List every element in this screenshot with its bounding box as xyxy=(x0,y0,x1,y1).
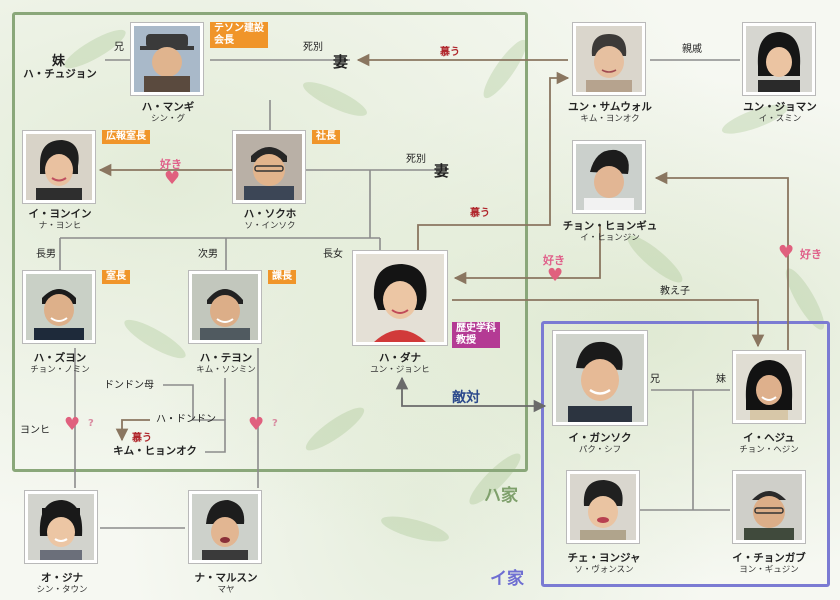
label-like-2: 好き xyxy=(543,254,565,267)
ha-family-box xyxy=(12,12,528,472)
photo-ha-sokho xyxy=(232,130,306,204)
label-ha-dondon: ハ・ドンドン xyxy=(156,414,216,425)
i-family-box xyxy=(541,321,830,587)
role-tag-ha-dana: 歴史学科 教授 xyxy=(452,322,500,348)
actor-i-heju: チョン・ヘジン xyxy=(739,445,799,455)
line-dondon xyxy=(163,384,226,453)
arrow-admire-3 xyxy=(115,419,150,442)
photo-ha-teyon xyxy=(188,270,262,344)
line-i-parents xyxy=(640,390,730,511)
photo-i-yonin xyxy=(22,130,96,204)
actor-ha-sokho: ソ・インソク xyxy=(244,221,296,231)
arrow-like-3 xyxy=(654,171,789,350)
label-kim-hyonok: キム・ヒョンオク xyxy=(113,445,197,457)
label-relative: 親戚 xyxy=(682,44,702,55)
photo-i-gansoku xyxy=(552,330,648,426)
actor-chon-hyongyu: イ・ヒョンジン xyxy=(580,233,640,243)
photo-na-marusun xyxy=(188,490,262,564)
photo-ha-zuyon xyxy=(22,270,96,344)
name-ha-sokho: ハ・ソクホ xyxy=(243,208,297,220)
role-tag-i-yonin: 広報室長 xyxy=(102,130,150,144)
photo-chon-hyongyu xyxy=(572,140,646,214)
actor-i-chongabu: ヨン・ギュジン xyxy=(739,565,799,575)
name-na-marusun: ナ・マルスン xyxy=(194,572,258,584)
actor-o-jina: シン・タウン xyxy=(36,585,88,595)
label-wife-1: 妻 xyxy=(333,53,349,71)
actor-yun-samuwol: キム・ヨンオク xyxy=(580,114,640,124)
ha-family-label: ハ家 xyxy=(484,486,518,506)
actor-ha-teyon: キム・ソンミン xyxy=(196,365,256,375)
name-ha-dana: ハ・ダナ xyxy=(379,352,421,364)
actor-yun-joman: イ・スミン xyxy=(758,114,802,124)
label-sister-i: 妹 xyxy=(716,374,726,385)
heart-icon: ♥ xyxy=(778,242,795,263)
actor-ha-dana: ユン・ジョンヒ xyxy=(370,365,430,375)
label-eldest-daughter: 長女 xyxy=(323,249,343,260)
label-yonhi: ヨンヒ xyxy=(20,425,50,436)
name-i-yonin: イ・ヨンイン xyxy=(28,208,92,220)
label-admire-3: 慕う xyxy=(132,433,152,444)
label-hostile: 敵対 xyxy=(452,390,480,406)
label-sister: 妹 xyxy=(52,54,66,69)
label-second-son: 次男 xyxy=(198,249,218,260)
i-family-label: イ家 xyxy=(490,569,524,589)
name-i-heju: イ・ヘジュ xyxy=(743,432,795,444)
photo-i-heju xyxy=(732,350,806,424)
heart-icon: ♥ xyxy=(164,168,181,189)
label-admire-2: 慕う xyxy=(470,208,490,219)
actor-ha-zuyon: チョン・ノミン xyxy=(30,365,90,375)
arrow-hostile xyxy=(395,376,547,413)
label-admire-1: 慕う xyxy=(440,47,460,58)
name-yun-samuwol: ユン・サムウォル xyxy=(568,101,652,113)
arrow-admire-2 xyxy=(417,71,570,250)
label-wife-2: 妻 xyxy=(434,162,450,180)
label-deceased-2: 死別 xyxy=(406,154,426,165)
label-dondon-mother: ドンドン母 xyxy=(104,380,154,391)
photo-yun-joman xyxy=(742,22,816,96)
actor-ha-mangi: シン・グ xyxy=(150,114,185,124)
label-student: 教え子 xyxy=(660,286,690,297)
photo-ha-mangi xyxy=(130,22,204,96)
actor-i-gansoku: パク・シフ xyxy=(578,445,622,455)
label-like-3: 好き xyxy=(800,248,822,261)
label-brother-i: 兄 xyxy=(650,374,660,385)
label-question-2: ? xyxy=(272,418,278,429)
name-ha-mangi: ハ・マンギ xyxy=(141,101,195,113)
actor-i-yonin: ナ・ヨンヒ xyxy=(38,221,82,231)
photo-ha-dana xyxy=(352,250,448,346)
name-i-gansoku: イ・ガンソク xyxy=(568,432,632,444)
role-tag-ha-teyon: 課長 xyxy=(268,270,296,284)
photo-yun-samuwol xyxy=(572,22,646,96)
heart-icon: ♥ xyxy=(64,414,81,435)
photo-o-jina xyxy=(24,490,98,564)
label-older-brother: 兄 xyxy=(114,42,124,53)
label-sister-name: ハ・チュジョン xyxy=(23,68,97,80)
heart-icon: ♥ xyxy=(547,265,564,286)
heart-icon: ♥ xyxy=(248,414,265,435)
arrow-like-2 xyxy=(453,225,601,285)
name-chon-hyongyu: チョン・ヒョンギュ xyxy=(562,220,658,232)
name-yun-joman: ユン・ジョマン xyxy=(743,101,817,113)
role-tag-ha-sokho: 社長 xyxy=(312,130,340,144)
name-ha-teyon: ハ・テヨン xyxy=(199,352,253,364)
actor-na-marusun: マヤ xyxy=(217,585,235,595)
name-i-chongabu: イ・チョンガブ xyxy=(732,552,806,564)
photo-i-chongabu xyxy=(732,470,806,544)
line-children-bar xyxy=(60,170,381,250)
arrow-student xyxy=(452,299,765,348)
name-o-jina: オ・ジナ xyxy=(41,572,83,584)
role-tag-ha-zuyon: 室長 xyxy=(102,270,130,284)
name-ha-zuyon: ハ・ズヨン xyxy=(33,352,87,364)
label-question-1: ? xyxy=(88,418,94,429)
name-che-yonja: チェ・ヨンジャ xyxy=(567,552,641,564)
role-tag-ha-mangi: テソン建設 会長 xyxy=(210,22,268,48)
photo-che-yonja xyxy=(566,470,640,544)
actor-che-yonja: ソ・ヴォンスン xyxy=(574,565,634,575)
label-like-1: 好き xyxy=(160,158,182,171)
label-deceased-1: 死別 xyxy=(303,42,323,53)
label-eldest-son: 長男 xyxy=(36,249,56,260)
